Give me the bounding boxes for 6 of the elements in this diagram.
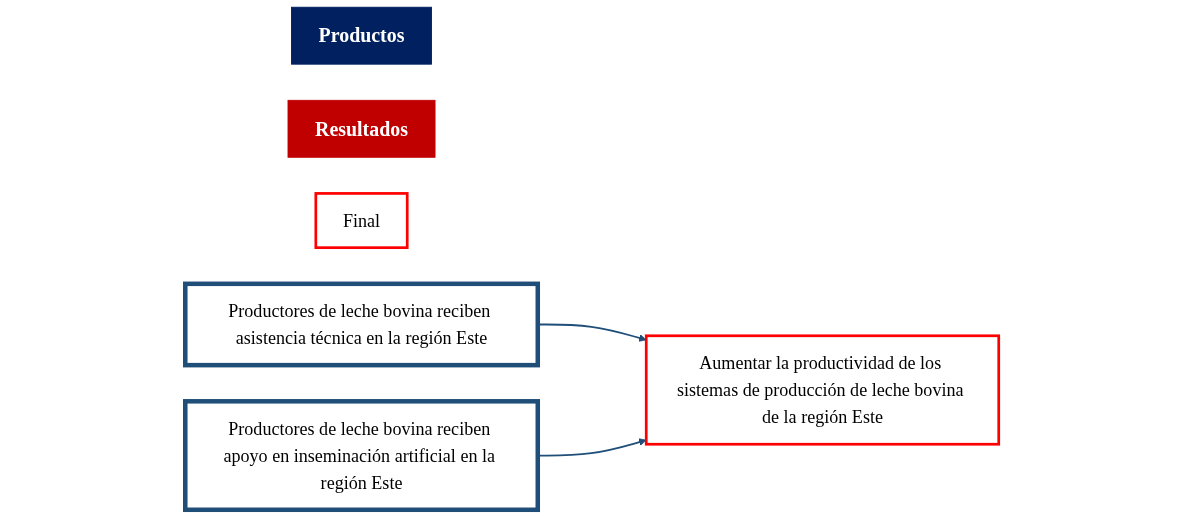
node-box: Aumentar la productividad de los sistemas de producción de leche bovina de la región Este [644,334,1000,446]
node-box: Productores de leche bovina reciben apoyo en inseminación artificial en la región Este [182,399,540,513]
node-box: Productos [290,6,432,65]
node-box: Productores de leche bovina reciben asistencia técnica en la región Este [182,281,540,368]
node-box: Resultados [287,99,435,158]
node-box: Final [313,192,409,249]
